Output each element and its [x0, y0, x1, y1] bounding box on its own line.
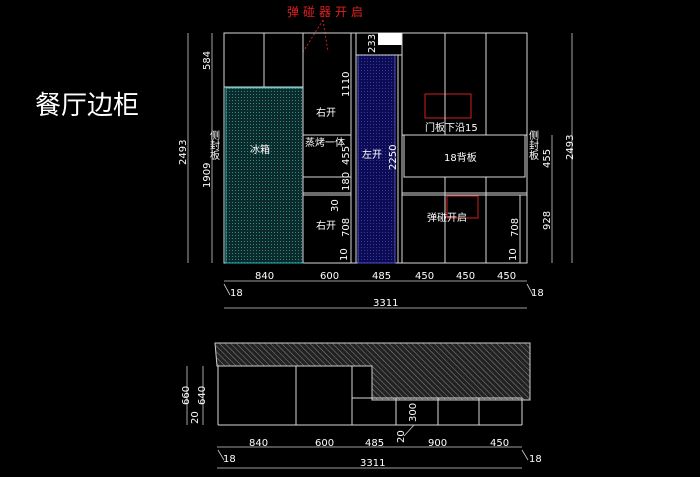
dim-20-left: 20 — [190, 411, 201, 424]
dim-10-right: 10 — [508, 248, 519, 261]
end-dim-left: 18 — [223, 454, 236, 465]
push-latch-note: 弹碰器开启 — [287, 5, 367, 19]
width-dim: 840 — [249, 438, 268, 449]
dim-660: 660 — [181, 386, 192, 405]
end-dim-left: 18 — [230, 288, 243, 299]
dim-fridge-height: 1909 — [202, 163, 213, 188]
dim-20-mid: 20 — [396, 430, 407, 443]
end-dim-right: 18 — [529, 454, 542, 465]
label-right-open-top: 右开 — [316, 106, 336, 119]
elevation-dimension-lines — [187, 33, 573, 309]
elevation-vertical-dims: 2493 584 1909 1110 455 180 30 708 10 233… — [178, 34, 576, 261]
width-dim: 450 — [415, 271, 434, 282]
dim-30: 30 — [330, 199, 341, 212]
width-dim: 485 — [372, 271, 391, 282]
width-dim: 600 — [320, 271, 339, 282]
elevation-view: 冰箱 右开 蒸烤一体 右开 左开 门板下沿15 18背板 弹碰开启 侧封板 侧封… — [178, 32, 576, 309]
width-dim: 600 — [315, 438, 334, 449]
width-dim: 450 — [490, 438, 509, 449]
dim-455-right: 455 — [542, 149, 553, 168]
plan-cabinet-lines — [217, 366, 523, 426]
width-dim: 450 — [497, 271, 516, 282]
handle-marker-top — [424, 93, 472, 119]
total-width-dim: 3311 — [373, 298, 398, 309]
dim-top-section: 584 — [202, 51, 213, 70]
fridge-bay — [225, 87, 304, 264]
total-width-dim: 3311 — [360, 458, 385, 469]
width-dim: 840 — [255, 271, 274, 282]
top-filler-block — [378, 33, 402, 45]
steam-oven-opening — [303, 135, 351, 177]
note-leader-2 — [322, 19, 329, 53]
dim-180: 180 — [341, 172, 352, 191]
dim-total-height-left: 2493 — [178, 140, 189, 165]
dim-233: 233 — [367, 34, 378, 53]
dim-1110: 1110 — [341, 72, 352, 97]
label-door-bottom-edge: 门板下沿15 — [425, 121, 478, 134]
label-push-open: 弹碰开启 — [427, 211, 467, 224]
dim-total-height-right: 2493 — [565, 135, 576, 160]
label-side-panel-left: 侧封板 — [208, 129, 220, 161]
label-steam-oven: 蒸烤一体 — [305, 136, 345, 149]
dim-708-right: 708 — [510, 218, 521, 237]
cabinet-division-lines — [224, 33, 527, 263]
note-leader-1 — [302, 19, 324, 53]
label-right-open-bottom: 右开 — [316, 219, 336, 232]
dim-300: 300 — [408, 403, 419, 422]
label-back-panel: 18背板 — [444, 151, 477, 164]
plan-view: 660 640 20 300 20 840 600 485 900 450 18… — [181, 342, 542, 469]
dim-640: 640 — [197, 386, 208, 405]
handle-marker-bottom — [446, 195, 479, 219]
dim-10-left: 10 — [339, 248, 350, 261]
dim-455-mid: 455 — [341, 146, 352, 165]
label-left-open: 左开 — [362, 148, 382, 161]
dim-708-left: 708 — [341, 218, 352, 237]
countertop-hatch — [214, 342, 531, 401]
width-dim: 450 — [456, 271, 475, 282]
drawing-title: 餐厅边柜 — [35, 91, 139, 121]
label-fridge: 冰箱 — [250, 143, 270, 156]
plan-dimension-lines — [186, 366, 529, 469]
width-dim: 485 — [365, 438, 384, 449]
dim-928: 928 — [542, 211, 553, 230]
label-side-panel-right: 侧封板 — [527, 129, 539, 161]
elevation-width-dims: 840 600 485 450 450 450 18 18 3311 — [230, 271, 544, 309]
width-dim: 900 — [428, 438, 447, 449]
end-dim-right: 18 — [531, 288, 544, 299]
dim-2250: 2250 — [388, 145, 399, 170]
